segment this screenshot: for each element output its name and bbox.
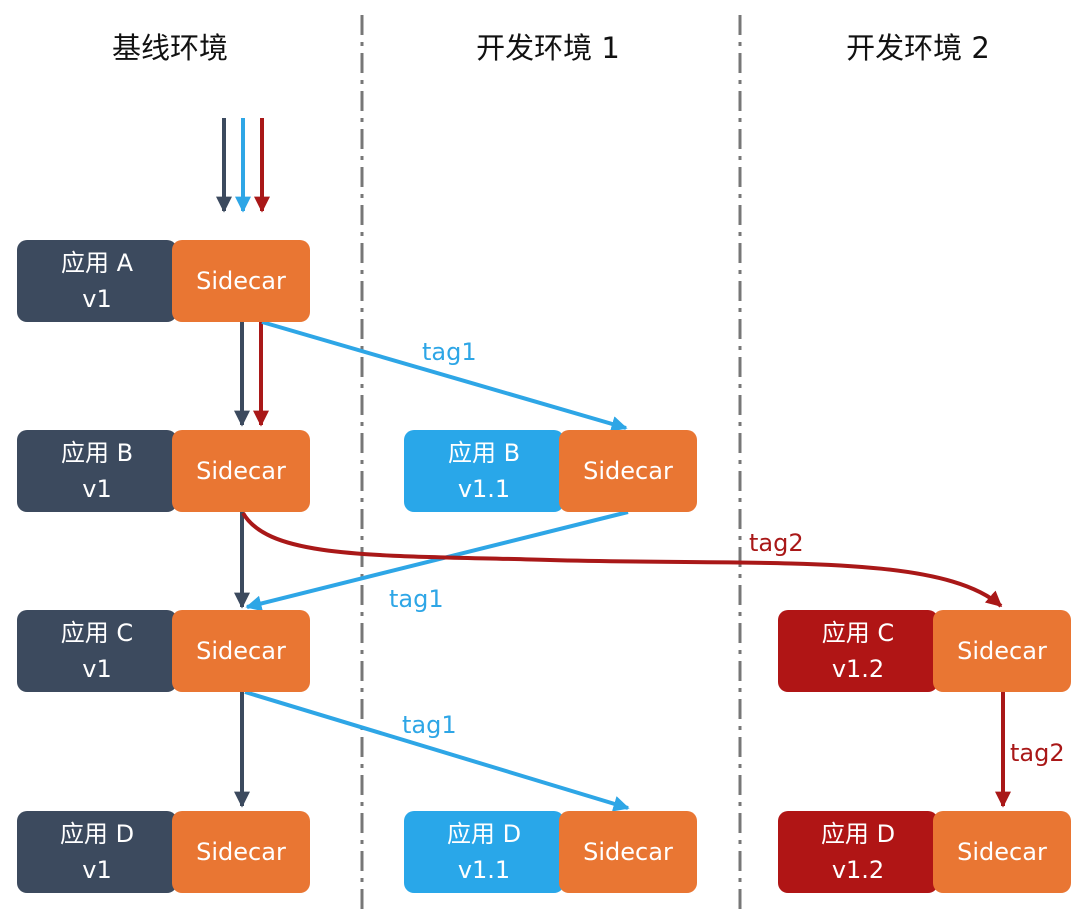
app-name: 应用 A bbox=[60, 249, 134, 277]
app-name: 应用 B bbox=[60, 439, 134, 467]
app-box[interactable]: 应用 B v1.1 bbox=[404, 430, 564, 512]
column-title-baseline: 基线环境 bbox=[111, 31, 228, 65]
app-name: 应用 B bbox=[447, 439, 521, 467]
arrow-dev1-b-to-c bbox=[245, 510, 629, 612]
app-box[interactable]: 应用 B v1 bbox=[17, 430, 177, 512]
sidecar-box[interactable]: Sidecar bbox=[559, 811, 697, 893]
arrow-a-to-dev1-b bbox=[261, 320, 628, 432]
app-name: 应用 D bbox=[446, 820, 522, 848]
app-version: v1 bbox=[82, 856, 112, 884]
app-version: v1 bbox=[82, 655, 112, 683]
sidecar-box[interactable]: Sidecar bbox=[559, 430, 697, 512]
sidecar-box[interactable]: Sidecar bbox=[933, 610, 1071, 692]
app-box[interactable]: 应用 A v1 bbox=[17, 240, 177, 322]
app-box[interactable]: 应用 C v1.2 bbox=[778, 610, 938, 692]
app-name: 应用 C bbox=[60, 619, 134, 647]
edge-label-dev1-b-to-c: tag1 bbox=[389, 585, 444, 613]
edge-label-c-to-dev1-d: tag1 bbox=[402, 711, 457, 739]
edge-label-b-to-dev2-c: tag2 bbox=[749, 529, 804, 557]
app-box[interactable]: 应用 D v1.2 bbox=[778, 811, 938, 893]
app-name: 应用 D bbox=[820, 820, 896, 848]
app-version: v1.2 bbox=[831, 655, 885, 683]
app-version: v1 bbox=[82, 285, 112, 313]
sidecar-box[interactable]: Sidecar bbox=[172, 430, 310, 512]
edge-label-a-to-dev1-b: tag1 bbox=[422, 338, 477, 366]
column-title-dev2: 开发环境 2 bbox=[846, 31, 990, 65]
app-version: v1.1 bbox=[457, 475, 511, 503]
app-box[interactable]: 应用 D v1 bbox=[17, 811, 177, 893]
sidecar-box[interactable]: Sidecar bbox=[172, 811, 310, 893]
arrow-c-to-dev1-d bbox=[244, 690, 630, 812]
sidecar-box[interactable]: Sidecar bbox=[933, 811, 1071, 893]
app-box[interactable]: 应用 C v1 bbox=[17, 610, 177, 692]
app-name: 应用 C bbox=[821, 619, 895, 647]
column-title-dev1: 开发环境 1 bbox=[476, 31, 620, 65]
app-version: v1.1 bbox=[457, 856, 511, 884]
sidecar-box[interactable]: Sidecar bbox=[172, 240, 310, 322]
app-version: v1.2 bbox=[831, 856, 885, 884]
app-version: v1 bbox=[82, 475, 112, 503]
app-name: 应用 D bbox=[59, 820, 135, 848]
edge-label-dev2-c-to-dev2-d: tag2 bbox=[1010, 739, 1065, 767]
arrow-b-to-dev2-c bbox=[241, 511, 1003, 608]
app-box[interactable]: 应用 D v1.1 bbox=[404, 811, 564, 893]
sidecar-box[interactable]: Sidecar bbox=[172, 610, 310, 692]
